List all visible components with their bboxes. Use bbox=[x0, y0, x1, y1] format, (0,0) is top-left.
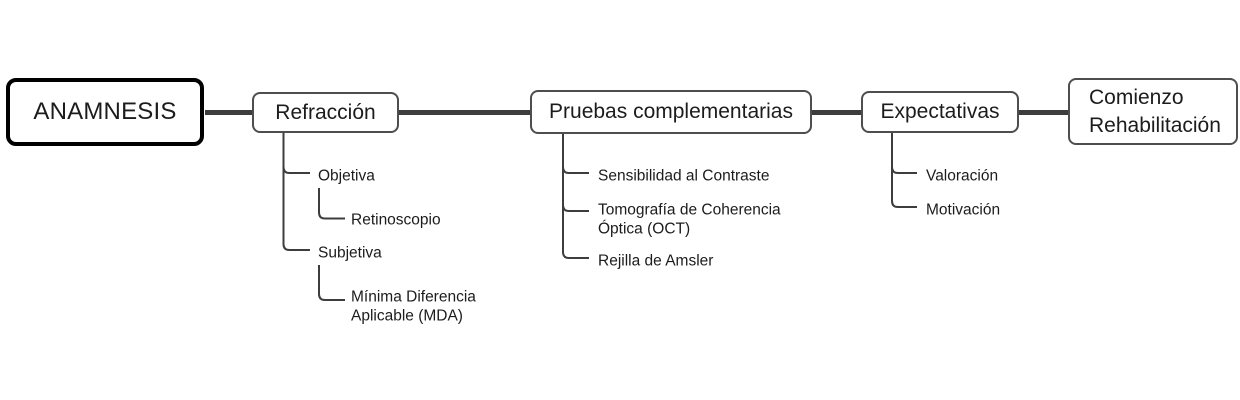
branch-expectativas-valoracion bbox=[891, 166, 917, 174]
node-anamnesis: ANAMNESIS bbox=[6, 78, 204, 146]
leaf-rejilla-de-amsler: Rejilla de Amsler bbox=[598, 252, 714, 270]
node-refraccion-label: Refracción bbox=[275, 100, 376, 124]
branch-pruebas-oct bbox=[562, 204, 589, 212]
leaf-motivacion: Motivación bbox=[926, 201, 1001, 219]
branch-refraccion-objetiva bbox=[282, 166, 310, 174]
node-refraccion: Refracción bbox=[252, 92, 399, 133]
leaf-minima-diferencia-aplicable: Mínima Diferencia Aplicable (MDA) bbox=[351, 288, 476, 325]
node-pruebas-label: Pruebas complementarias bbox=[549, 100, 793, 123]
leaf-sensibilidad-al-contraste: Sensibilidad al Contraste bbox=[598, 167, 770, 185]
leaf-valoracion: Valoración bbox=[926, 167, 999, 185]
branch-subjetiva-mda bbox=[318, 265, 345, 301]
node-comienzo-rehabilitacion: Comienzo Rehabilitación bbox=[1068, 78, 1238, 145]
branch-pruebas-sensibilidad bbox=[562, 166, 589, 174]
leaf-retinoscopio: Retinoscopio bbox=[351, 211, 441, 229]
node-expectativas: Expectativas bbox=[861, 91, 1019, 133]
branch-lines bbox=[282, 133, 917, 301]
leaf-objetiva: Objetiva bbox=[318, 167, 375, 185]
node-comienzo-label: Comienzo Rehabilitación bbox=[1089, 85, 1221, 137]
node-expectativas-label: Expectativas bbox=[880, 100, 1000, 123]
leaf-tomografia-oct: Tomografía de Coherencia Óptica (OCT) bbox=[598, 201, 781, 238]
branch-pruebas-trunk-rejilla bbox=[562, 134, 589, 259]
node-pruebas-complementarias: Pruebas complementarias bbox=[530, 90, 812, 134]
branch-refraccion-trunk-subjetiva bbox=[282, 133, 310, 251]
branch-expectativas-trunk-motivacion bbox=[891, 133, 917, 208]
leaf-subjetiva: Subjetiva bbox=[318, 244, 382, 262]
node-anamnesis-label: ANAMNESIS bbox=[33, 98, 177, 125]
branch-objetiva-retinoscopio bbox=[318, 188, 345, 220]
